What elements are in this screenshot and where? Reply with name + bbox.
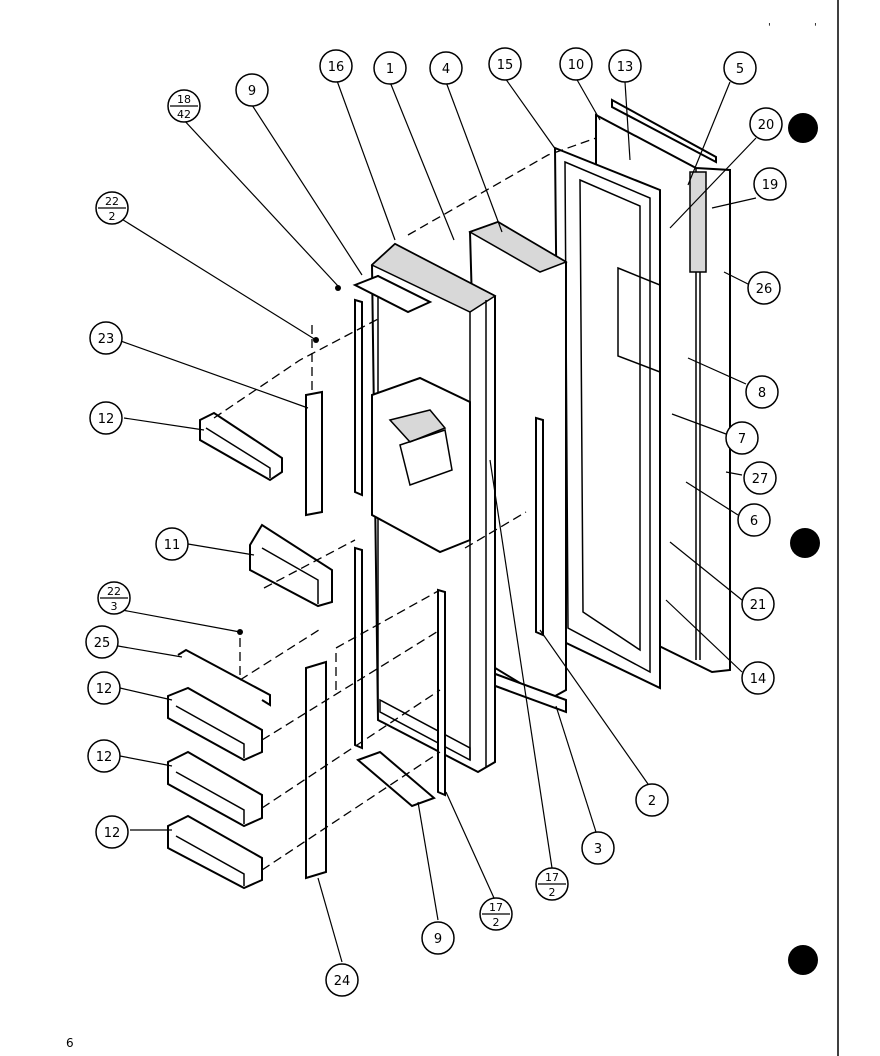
shelf-bracket <box>177 648 271 707</box>
callout-20[interactable]: 20 <box>749 107 783 141</box>
callout-19[interactable]: 19 <box>753 167 787 201</box>
side-rail <box>354 546 363 750</box>
callout-label: 13 <box>617 60 634 75</box>
callout-12[interactable]: 12 <box>87 671 121 705</box>
callout-label: 26 <box>756 282 773 297</box>
callout-9[interactable]: 9 <box>235 73 269 107</box>
callout-label-top: 18 <box>177 93 191 106</box>
door-shelf <box>167 750 263 828</box>
callout-label: 20 <box>758 118 775 133</box>
callout-label: 23 <box>98 332 115 347</box>
callout-12[interactable]: 12 <box>89 401 123 435</box>
callout-label: 9 <box>248 84 256 99</box>
door-shelf <box>167 814 263 890</box>
callout-11[interactable]: 11 <box>155 527 189 561</box>
door-liner <box>553 146 661 690</box>
callout-22-3[interactable]: 22 3 <box>97 581 131 615</box>
callout-3[interactable]: 3 <box>581 831 615 865</box>
callout-label-bottom: 2 <box>109 210 116 223</box>
corner-mark: ' <box>814 22 817 33</box>
callout-label: 9 <box>434 932 442 947</box>
callout-27[interactable]: 27 <box>743 461 777 495</box>
callout-label: 15 <box>497 58 514 73</box>
trim-strip-23 <box>305 390 323 517</box>
callout-21[interactable]: 21 <box>741 587 775 621</box>
callout-label-top: 22 <box>107 585 121 598</box>
callout-label-bottom: 42 <box>177 108 191 121</box>
callout-label: 12 <box>96 682 113 697</box>
callout-label: 19 <box>762 178 779 193</box>
callout-7[interactable]: 7 <box>725 421 759 455</box>
door-shelf <box>167 686 263 762</box>
callout-label-top: 17 <box>489 901 503 914</box>
callout-12[interactable]: 12 <box>95 815 129 849</box>
callout-26[interactable]: 26 <box>747 271 781 305</box>
side-rail <box>354 298 363 497</box>
door-shelf <box>199 411 283 482</box>
callout-label-bottom: 2 <box>493 916 500 929</box>
callout-14[interactable]: 14 <box>741 661 775 695</box>
callout-label: 2 <box>648 794 656 809</box>
callout-label: 4 <box>442 62 450 77</box>
callout-17-2[interactable]: 17 2 <box>535 867 569 901</box>
callout-18-42[interactable]: 18 42 <box>167 89 201 123</box>
callout-label: 12 <box>98 412 115 427</box>
screw <box>237 629 243 635</box>
callout-label-top: 17 <box>545 871 559 884</box>
callout-label: 16 <box>328 60 345 75</box>
callout-label-bottom: 3 <box>111 600 118 613</box>
callout-13[interactable]: 13 <box>608 49 642 83</box>
callout-16[interactable]: 16 <box>319 49 353 83</box>
callout-8[interactable]: 8 <box>745 375 779 409</box>
callout-22-2[interactable]: 22 2 <box>95 191 129 225</box>
callout-25[interactable]: 25 <box>85 625 119 659</box>
assembly-lines <box>213 137 597 871</box>
side-rail <box>437 588 446 797</box>
callout-24[interactable]: 24 <box>325 963 359 997</box>
callout-6[interactable]: 6 <box>737 503 771 537</box>
callout-label: 11 <box>164 538 181 553</box>
top-rail <box>352 274 433 314</box>
binder-hole <box>788 945 818 975</box>
trim-strip-24 <box>305 660 327 880</box>
callout-label: 27 <box>752 472 769 487</box>
bottom-rail <box>356 750 436 808</box>
callout-label: 7 <box>738 432 746 447</box>
callout-9[interactable]: 9 <box>421 921 455 955</box>
callout-label: 12 <box>96 750 113 765</box>
callout-1[interactable]: 1 <box>373 51 407 85</box>
callout-label: 25 <box>94 636 111 651</box>
page-number: 6 <box>66 1036 74 1050</box>
callout-label-top: 22 <box>105 195 119 208</box>
callout-2[interactable]: 2 <box>635 783 669 817</box>
callout-label: 6 <box>750 514 758 529</box>
screw <box>335 285 341 291</box>
binder-hole <box>788 113 818 143</box>
callout-label: 3 <box>594 842 602 857</box>
callout-4[interactable]: 4 <box>429 51 463 85</box>
callout-label: 10 <box>568 58 585 73</box>
callout-label: 24 <box>334 974 351 989</box>
corner-mark: ' <box>768 22 771 33</box>
callout-label: 21 <box>750 598 767 613</box>
callout-5[interactable]: 5 <box>723 51 757 85</box>
callout-10[interactable]: 10 <box>559 47 593 81</box>
callout-label: 5 <box>736 62 744 77</box>
callout-label: 12 <box>104 826 121 841</box>
callout-label: 1 <box>386 62 394 77</box>
callout-12[interactable]: 12 <box>87 739 121 773</box>
leader-lines <box>117 77 757 963</box>
binder-hole <box>790 528 820 558</box>
callout-label: 14 <box>750 672 767 687</box>
dispenser-housing <box>371 376 471 554</box>
callout-17-2[interactable]: 17 2 <box>479 897 513 931</box>
screw <box>313 337 319 343</box>
callout-15[interactable]: 15 <box>488 47 522 81</box>
callout-label: 8 <box>758 386 766 401</box>
callout-label-bottom: 2 <box>549 886 556 899</box>
door-shelf-large <box>249 523 333 608</box>
callout-23[interactable]: 23 <box>89 321 123 355</box>
trim-strip <box>535 416 544 637</box>
